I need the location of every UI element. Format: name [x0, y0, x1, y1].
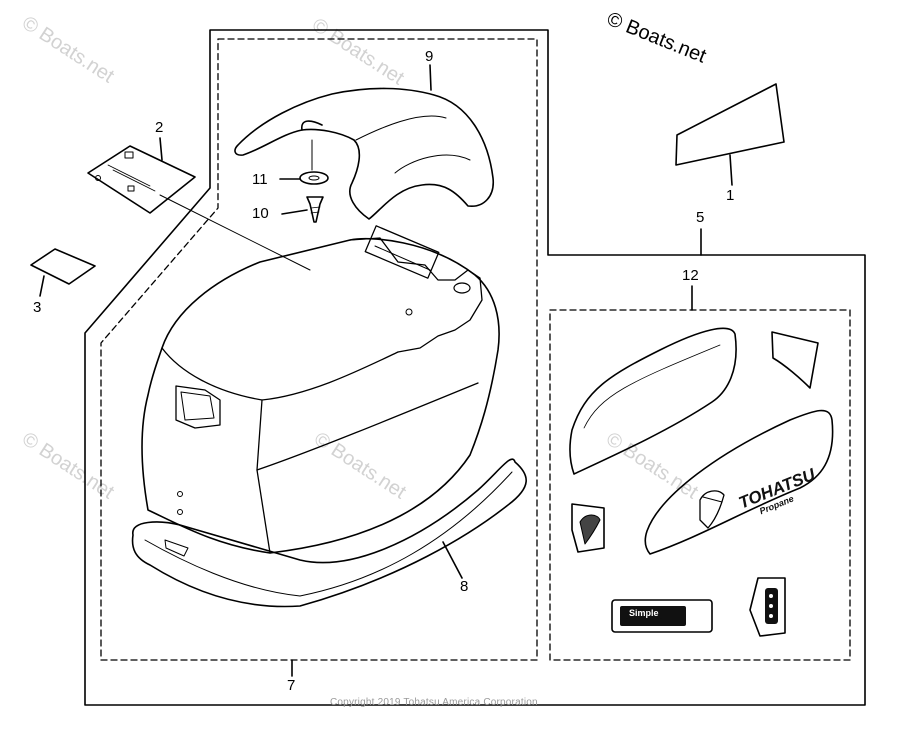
callout-2: 2	[155, 119, 164, 136]
callout-10: 10	[252, 205, 269, 222]
part-10-screw	[306, 196, 324, 223]
part-12-group	[549, 309, 851, 661]
callout-7: 7	[287, 677, 296, 694]
emblem-decal	[571, 503, 605, 553]
callout-5: 5	[696, 209, 705, 226]
part-9-handle	[234, 87, 494, 220]
part-11-washer	[299, 171, 329, 185]
callout-11: 11	[252, 171, 268, 188]
assembly-outline	[84, 29, 866, 706]
simple-badge	[611, 599, 713, 633]
part-8-seal	[131, 458, 527, 608]
side-panel-decal	[569, 327, 737, 475]
part-2-label	[87, 145, 196, 214]
part-1-decal	[675, 83, 785, 166]
control-decal	[749, 577, 786, 637]
corner-decal	[771, 331, 819, 389]
brand-decal	[644, 409, 834, 555]
callout-1: 1	[726, 187, 735, 204]
part-7-group	[100, 38, 538, 661]
copyright-text: Copyright 2019 Tohatsu America Corporati…	[330, 697, 538, 708]
callout-9: 9	[425, 48, 434, 65]
decal-tag-text: Simple	[626, 607, 662, 619]
callout-12: 12	[682, 267, 699, 284]
part-3-tag	[30, 248, 96, 285]
callout-3: 3	[33, 299, 42, 316]
callout-8: 8	[460, 578, 469, 595]
